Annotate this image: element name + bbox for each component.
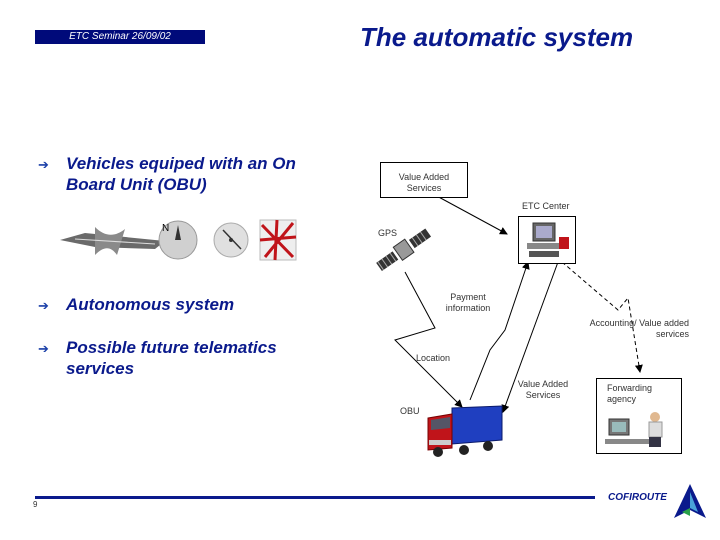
forwarding-line2: agency: [607, 394, 637, 404]
bullet-arrow-icon: ➔: [38, 298, 49, 313]
office-worker-icon: [605, 412, 663, 447]
value-added-line1: Value Added: [398, 172, 450, 182]
compass-n-label: N: [162, 223, 169, 234]
cofiroute-logo-icon: [674, 484, 706, 518]
arrow-location: [394, 271, 463, 408]
value-added-line2: Services: [406, 183, 442, 193]
location-label: Location: [416, 353, 451, 363]
bullet-obu: Vehicles equiped with an On Board Unit (…: [66, 153, 296, 195]
vas-label: Value Added Services: [512, 379, 574, 401]
seminar-label: ETC Seminar 26/09/02: [69, 31, 171, 42]
accounting-label: Accounting/ Value added services: [566, 318, 689, 340]
cofiroute-logo-text: COFIROUTE: [608, 492, 667, 503]
value-added-box: Value Added Services: [380, 162, 468, 198]
truck-icon: [427, 405, 503, 457]
arrow-payment: [469, 261, 530, 401]
bullet-telematics-line2: services: [66, 359, 135, 378]
gps-label: GPS: [378, 228, 398, 238]
vas-line1: Value Added: [517, 379, 569, 389]
bullet-arrow-icon: ➔: [38, 157, 49, 172]
computer-icon: [527, 222, 569, 257]
payment-label: Payment information: [443, 292, 493, 314]
speedometer-icon: [213, 222, 249, 258]
forwarding-line1: Forwarding: [607, 383, 653, 393]
slide-title: The automatic system: [360, 22, 634, 52]
page-number: 9: [33, 500, 38, 509]
obu-icons-row: N: [60, 219, 297, 261]
obu-label: OBU: [400, 406, 420, 416]
payment-line1: Payment: [450, 292, 486, 302]
bullet-autonomous: Autonomous system: [66, 295, 235, 314]
bullet-obu-line1: Vehicles equiped with an On: [66, 154, 296, 173]
bullet-telematics: Possible future telematics services: [66, 337, 277, 379]
payment-line2: information: [445, 303, 491, 313]
arrow-accounting: [561, 261, 643, 373]
accounting-line1: Accounting/ Value added: [589, 318, 689, 328]
accounting-line2: services: [655, 329, 689, 339]
arrow-vas-to-truck: [501, 261, 559, 413]
arrow-vas-to-etc: [434, 194, 508, 235]
bullet-arrow-icon: ➔: [38, 341, 49, 356]
footer-line: [35, 496, 595, 499]
etc-center-box: [518, 216, 576, 264]
satellite-icon: [376, 228, 432, 272]
bullet-obu-line2: Board Unit (OBU): [66, 175, 207, 194]
bullet-telematics-line1: Possible future telematics: [66, 338, 277, 357]
map-icon: [259, 219, 297, 261]
vas-line2: Services: [525, 390, 561, 400]
compass-icon: N: [158, 220, 198, 260]
header-bar: [35, 30, 205, 44]
road-icon: [60, 227, 165, 255]
forwarding-agency-box: Forwarding agency: [596, 378, 682, 454]
etc-center-label: ETC Center: [522, 201, 570, 211]
